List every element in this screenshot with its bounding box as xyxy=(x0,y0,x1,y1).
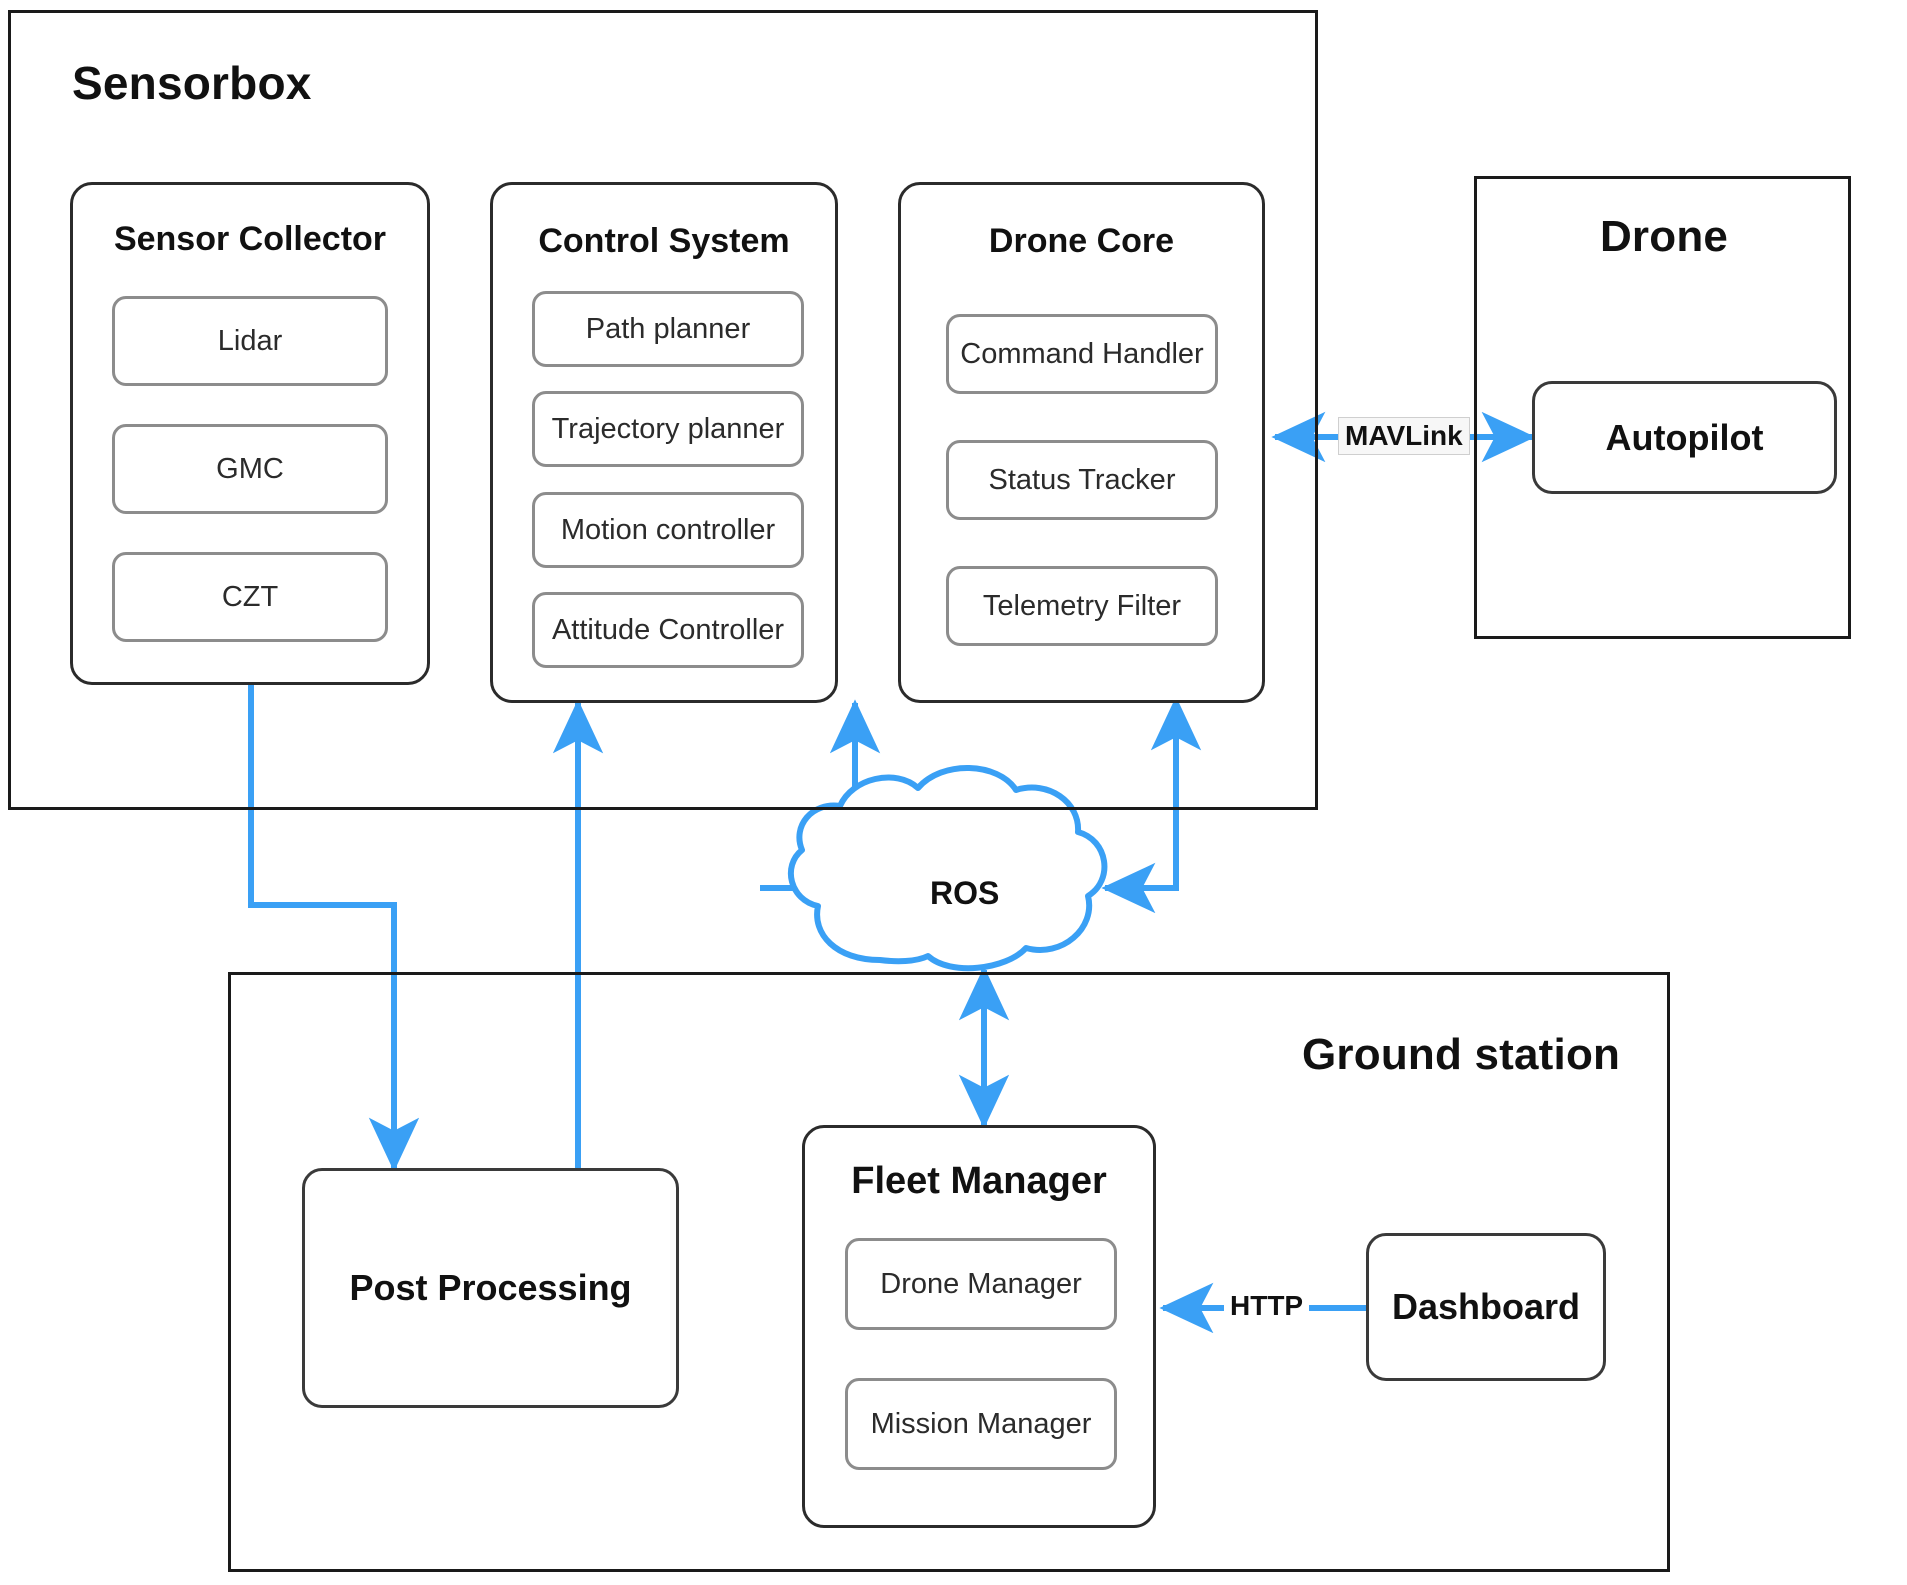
sensorbox-title: Sensorbox xyxy=(72,57,312,109)
leaf-lidar[interactable]: Lidar xyxy=(112,296,388,386)
leaf-status-tracker[interactable]: Status Tracker xyxy=(946,440,1218,520)
ground-station-container xyxy=(228,972,1670,1572)
drone-title: Drone xyxy=(1599,212,1729,261)
ros-cloud-label: ROS xyxy=(930,875,1000,911)
control-system-title: Control System xyxy=(538,222,790,260)
leaf-mission-manager[interactable]: Mission Manager xyxy=(845,1378,1117,1470)
sensorbox-container xyxy=(8,10,1318,810)
node-dashboard[interactable]: Dashboard xyxy=(1366,1233,1606,1381)
leaf-command-handler[interactable]: Command Handler xyxy=(946,314,1218,394)
drone-container xyxy=(1474,176,1851,639)
node-autopilot[interactable]: Autopilot xyxy=(1532,381,1837,494)
edge-label-http: HTTP xyxy=(1224,1288,1310,1325)
leaf-drone-manager[interactable]: Drone Manager xyxy=(845,1238,1117,1330)
leaf-czt[interactable]: CZT xyxy=(112,552,388,642)
leaf-telemetry-filter[interactable]: Telemetry Filter xyxy=(946,566,1218,646)
drone-core-title: Drone Core xyxy=(988,222,1175,260)
leaf-trajectory-planner[interactable]: Trajectory planner xyxy=(532,391,804,467)
leaf-path-planner[interactable]: Path planner xyxy=(532,291,804,367)
leaf-motion-controller[interactable]: Motion controller xyxy=(532,492,804,568)
leaf-attitude-controller[interactable]: Attitude Controller xyxy=(532,592,804,668)
ground-station-title: Ground station xyxy=(1302,1030,1621,1079)
sensor-collector-title: Sensor Collector xyxy=(113,220,387,258)
node-post-processing[interactable]: Post Processing xyxy=(302,1168,679,1408)
edge-label-mavlink: MAVLink xyxy=(1338,417,1470,456)
fleet-manager-title: Fleet Manager xyxy=(851,1160,1107,1202)
leaf-gmc[interactable]: GMC xyxy=(112,424,388,514)
